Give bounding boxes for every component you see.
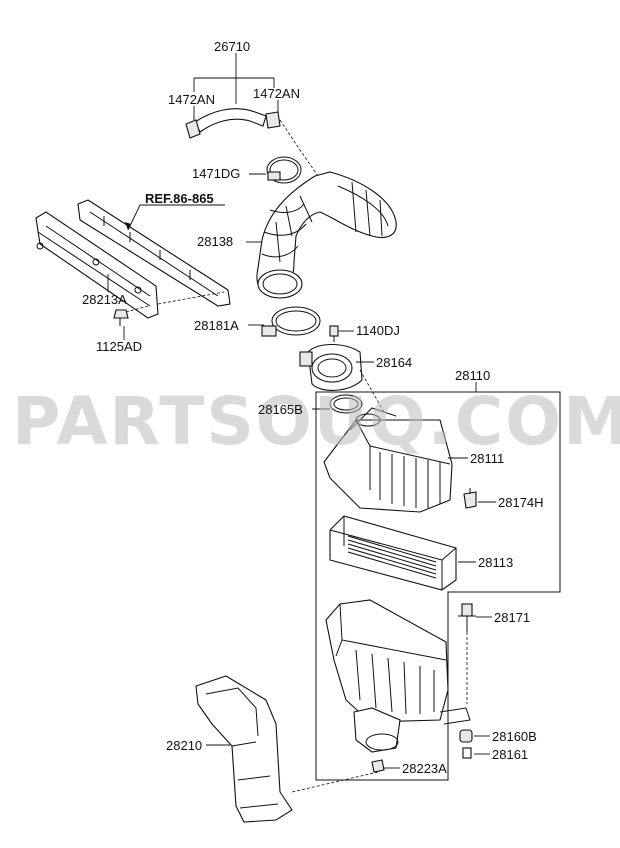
intake-hose-28138 [246, 171, 397, 299]
label-1471dg: 1471DG [192, 166, 240, 181]
air-duct-28210 [195, 675, 293, 823]
label-28113: 28113 [478, 555, 513, 570]
filter-28113 [329, 515, 476, 591]
bolt-28171 [458, 603, 492, 704]
label-28171: 28171 [494, 610, 530, 625]
collar-28161 [462, 747, 490, 759]
label-28160b: 28160B [492, 729, 537, 744]
label-28223a: 28223A [402, 761, 447, 776]
breather-hose-group [185, 53, 319, 177]
cover-28111 [323, 407, 468, 513]
watermark-text: PARTSOUQ.COM [12, 383, 620, 460]
label-28181a: 28181A [194, 318, 239, 333]
ref-bracket [77, 199, 231, 307]
label-1140dj: 1140DJ [356, 323, 400, 338]
lower-case [325, 599, 471, 753]
bolt-1140dj [329, 325, 354, 342]
label-28174h: 28174H [498, 495, 544, 510]
air-cleaner-frame [315, 382, 561, 781]
label-28111: 28111 [470, 451, 504, 466]
label-28138: 28138 [197, 234, 233, 249]
clip-28174h [463, 488, 496, 509]
label-1472an-right: 1472AN [253, 86, 300, 101]
label-28161: 28161 [492, 747, 528, 762]
clamp-1471dg [249, 156, 302, 184]
label-28165b: 28165B [258, 402, 303, 417]
bolt-1125ad [113, 305, 149, 340]
label-reference: REF.86-865 [145, 191, 214, 206]
clamp-28181a [248, 306, 321, 337]
gasket-28165b [312, 394, 363, 414]
label-28210: 28210 [166, 738, 202, 753]
label-1125ad: 1125AD [96, 339, 142, 354]
label-28110: 28110 [455, 368, 490, 383]
label-1472an-left: 1472AN [168, 92, 215, 107]
label-26710: 26710 [214, 39, 250, 54]
label-28213a: 28213A [82, 292, 127, 307]
label-28164: 28164 [376, 355, 412, 370]
sensor-28164 [299, 343, 385, 413]
clip-28223a [291, 759, 400, 793]
insulator-28160b [459, 729, 490, 743]
air-duct-28213a [35, 211, 225, 319]
